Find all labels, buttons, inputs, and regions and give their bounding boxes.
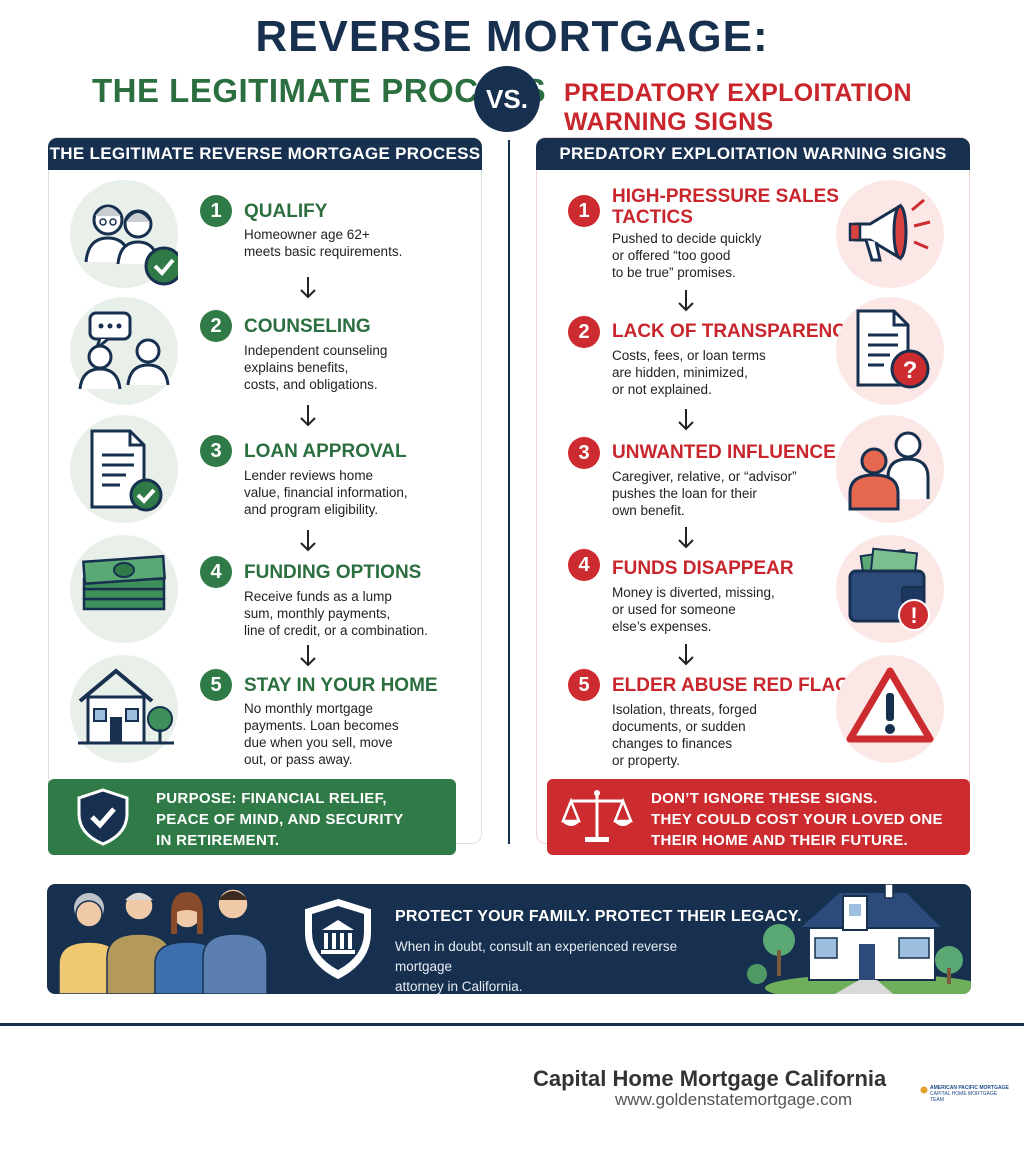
scales-of-justice-icon xyxy=(561,790,633,842)
warning-banner: DON’T IGNORE THESE SIGNS. THEY COULD COS… xyxy=(547,779,970,855)
shield-bank-icon xyxy=(305,898,371,980)
arrow-down-icon xyxy=(678,290,694,312)
legitimate-subtitle: THE LEGITIMATE PROCESS xyxy=(92,72,547,109)
vs-badge: VS. xyxy=(474,66,540,132)
warning-number-1: 1 xyxy=(568,195,600,227)
step-number-3: 3 xyxy=(200,435,232,467)
family-illustration-icon xyxy=(58,888,268,994)
warning-title-funds-disappear: FUNDS DISAPPEAR xyxy=(612,558,794,579)
arrow-down-icon xyxy=(300,530,316,552)
step-number-4: 4 xyxy=(200,556,232,588)
arrow-down-icon xyxy=(678,527,694,549)
warning-banner-line-2: THEY COULD COST YOUR LOVED ONE xyxy=(651,811,943,828)
megaphone-icon xyxy=(836,180,944,288)
step-number-5: 5 xyxy=(200,669,232,701)
document-question-icon: ? xyxy=(836,297,944,405)
website-link[interactable]: www.goldenstatemortgage.com xyxy=(615,1090,853,1109)
purpose-banner: PURPOSE: FINANCIAL RELIEF, PEACE OF MIND… xyxy=(48,779,456,855)
warning-banner-line-3: THEIR HOME AND THEIR FUTURE. xyxy=(651,832,909,849)
warning-banner-line-1: DON’T IGNORE THESE SIGNS. xyxy=(651,790,878,807)
wallet-alert-icon: ! xyxy=(836,535,944,643)
influence-people-icon xyxy=(836,415,944,523)
partner-logo: AMERICAN PACIFIC MORTGAGE CAPITAL HOME M… xyxy=(930,1085,1009,1103)
svg-text:?: ? xyxy=(903,357,918,384)
document-check-icon xyxy=(70,415,178,523)
step-number-1: 1 xyxy=(200,195,232,227)
arrow-down-icon xyxy=(678,644,694,666)
legitimate-panel-heading: THE LEGITIMATE REVERSE MORTGAGE PROCESS xyxy=(48,138,482,170)
company-name: Capital Home Mortgage California xyxy=(533,1066,887,1091)
purpose-line-3: IN RETIREMENT. xyxy=(156,832,280,849)
footer-rule xyxy=(0,1023,1024,1026)
legitimate-panel: THE LEGITIMATE REVERSE MORTGAGE PROCESS xyxy=(48,137,482,844)
step-title-funding-options: FUNDING OPTIONS xyxy=(244,562,422,583)
shield-check-icon xyxy=(77,788,129,846)
step-title-qualify: QUALIFY xyxy=(244,201,328,222)
seniors-icon xyxy=(70,180,178,288)
warning-number-2: 2 xyxy=(568,316,600,348)
main-title: REVERSE MORTGAGE: xyxy=(255,12,769,61)
warning-number-5: 5 xyxy=(568,669,600,701)
warning-triangle-icon xyxy=(836,655,944,763)
predatory-subtitle: PREDATORY EXPLOITATION WARNING SIGNS xyxy=(564,79,912,136)
cash-stack-icon xyxy=(70,535,178,643)
predatory-panel: PREDATORY EXPLOITATION WARNING SIGNS xyxy=(536,137,970,844)
step-title-stay-in-home: STAY IN YOUR HOME xyxy=(244,675,438,696)
home-illustration-icon xyxy=(747,884,971,994)
house-icon xyxy=(70,655,178,763)
warning-desc-unwanted-influence: Caregiver, relative, or “advisor”pushes … xyxy=(612,469,797,518)
purpose-line-2: PEACE OF MIND, AND SECURITY xyxy=(156,811,404,828)
warning-number-3: 3 xyxy=(568,437,600,469)
step-number-2: 2 xyxy=(200,310,232,342)
warning-desc-funds-disappear: Money is diverted, missing,or used for s… xyxy=(612,585,775,634)
svg-text:!: ! xyxy=(910,603,917,628)
protect-family-band xyxy=(47,884,971,994)
step-title-counseling: COUNSELING xyxy=(244,316,371,337)
center-divider xyxy=(508,140,510,844)
arrow-down-icon xyxy=(678,409,694,431)
protect-description: When in doubt, consult an experienced re… xyxy=(395,939,678,994)
purpose-line-1: PURPOSE: FINANCIAL RELIEF, xyxy=(156,790,387,807)
warning-title-transparency: LACK OF TRANSPARENCY xyxy=(612,321,859,342)
arrow-down-icon xyxy=(300,277,316,299)
arrow-down-icon xyxy=(300,645,316,667)
logo-mark-icon xyxy=(920,1086,928,1094)
warning-title-unwanted-influence: UNWANTED INFLUENCE xyxy=(612,442,836,463)
warning-number-4: 4 xyxy=(568,549,600,581)
counseling-icon xyxy=(70,297,178,405)
step-title-loan-approval: LOAN APPROVAL xyxy=(244,441,407,462)
predatory-panel-heading: PREDATORY EXPLOITATION WARNING SIGNS xyxy=(536,138,970,170)
arrow-down-icon xyxy=(300,405,316,427)
protect-title: PROTECT YOUR FAMILY. PROTECT THEIR LEGAC… xyxy=(395,908,802,925)
step-desc-qualify: Homeowner age 62+meets basic requirement… xyxy=(244,227,403,259)
warning-title-elder-abuse: ELDER ABUSE RED FLAGS xyxy=(612,675,863,696)
